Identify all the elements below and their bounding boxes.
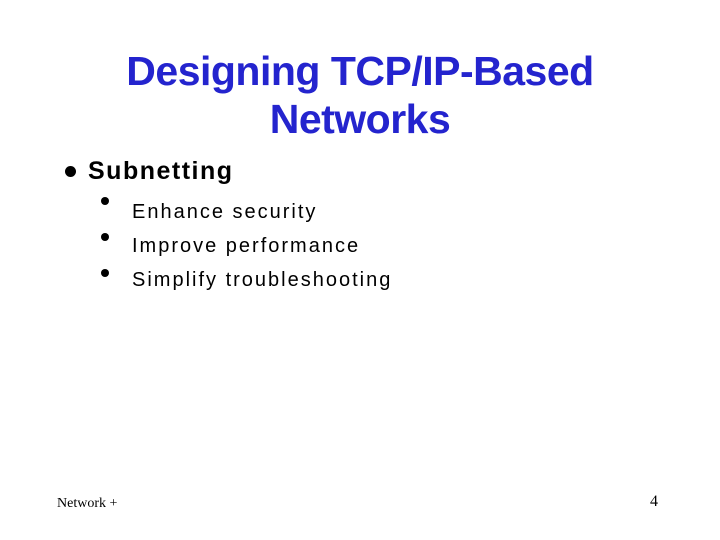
footer-course-name: Network + <box>57 496 118 511</box>
sub-bullet-label-enhance-security: Enhance security <box>132 201 318 223</box>
sub-bullet-label-simplify-troubleshooting: Simplify troubleshooting <box>132 269 393 291</box>
bullet-label-subnetting: Subnetting <box>88 157 234 185</box>
bullet-icon <box>65 166 76 177</box>
slide-title: Designing TCP/IP-Based Networks <box>0 47 720 143</box>
sub-bullet-label-improve-performance: Improve performance <box>132 235 361 257</box>
sub-bullet-icon <box>101 233 109 241</box>
title-line-2: Networks <box>269 96 451 142</box>
footer-page-number: 4 <box>650 493 658 510</box>
title-line-1: Designing TCP/IP-Based <box>126 48 594 94</box>
sub-bullet-icon <box>101 269 109 277</box>
sub-bullet-icon <box>101 197 109 205</box>
